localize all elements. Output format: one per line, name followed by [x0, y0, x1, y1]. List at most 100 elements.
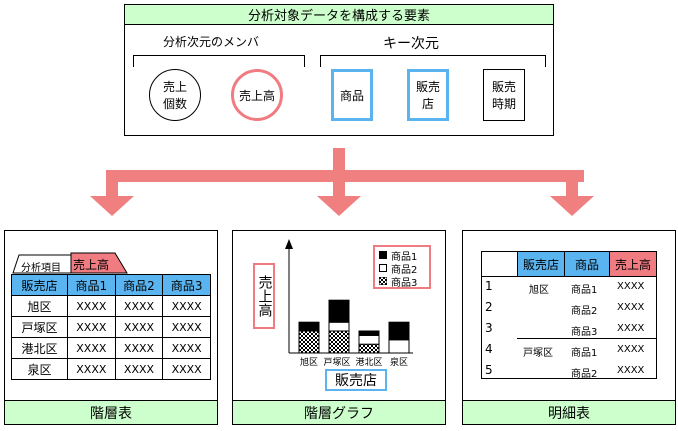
- bar-segment: [388, 339, 410, 354]
- node-label: 売上: [162, 80, 187, 94]
- x-axis-label: 販売店: [325, 369, 387, 391]
- store-cell: 泉区: [11, 358, 68, 380]
- legend-label: 商品1: [391, 252, 418, 263]
- panel-title: 明細表: [463, 400, 675, 424]
- node-label: 店: [421, 97, 434, 111]
- bar-segment: [388, 321, 410, 341]
- table-row: 戸塚区 XXXX XXXX XXXX: [11, 316, 211, 338]
- value-cell: XXXX: [67, 316, 116, 338]
- elements-frame: 分析対象データを構成する要素 分析次元のメンバ キー次元 売上 個数 売上高 商…: [124, 4, 554, 136]
- col-header: 商品1: [67, 274, 116, 296]
- tab-sales-amount: 売上高: [73, 258, 110, 272]
- members-label: 分析次元のメンバ: [163, 35, 260, 49]
- bar-segment: [358, 343, 380, 354]
- hierarchy-graph-panel: 旭区 戸塚区 港北区 泉区 売上高 商品1 商品2 商品3 販売店 階層グラフ: [232, 230, 446, 425]
- bar-segment: [358, 334, 380, 345]
- row-number: 5: [485, 363, 493, 377]
- node-label: 個数: [162, 97, 187, 111]
- bar-segment: [328, 299, 350, 323]
- legend-swatch: [379, 264, 387, 272]
- product-cell: 商品3: [571, 327, 598, 338]
- table-tabs: [12, 252, 128, 274]
- panel-title: 階層表: [5, 400, 217, 424]
- value-cell: XXXX: [67, 358, 116, 380]
- node-store: 販売 店: [407, 69, 449, 121]
- node-label: 時期: [491, 97, 516, 111]
- node-label: 商品: [339, 88, 364, 103]
- hierarchy-table-panel: 分析項目 売上高 販売店 商品1 商品2 商品3 旭区 XXXX XXXX XX…: [4, 230, 218, 425]
- x-tick-label: 戸塚区: [323, 357, 350, 368]
- col-header: 商品3: [162, 274, 211, 296]
- product-cell: 商品1: [571, 285, 598, 296]
- product-cell: 商品1: [571, 348, 598, 359]
- node-label: 販売: [415, 80, 440, 94]
- legend-label: 商品3: [391, 278, 418, 289]
- value-cell: XXXX: [67, 337, 116, 359]
- detail-table-panel: 販売店 商品 売上高 1 旭区 商品1 XXXX 2 商品2 XXXX 3 商品…: [462, 230, 676, 425]
- col-header: 売上高: [609, 251, 657, 277]
- panel-title: 階層グラフ: [233, 400, 445, 424]
- table-row: 港北区 XXXX XXXX XXXX: [11, 337, 211, 359]
- row-number: 3: [485, 321, 493, 335]
- bar-segment: [328, 321, 350, 332]
- elements-title: 分析対象データを構成する要素: [125, 5, 553, 25]
- node-product: 商品: [331, 69, 373, 121]
- value-cell: XXXX: [114, 358, 164, 380]
- x-tick-label: 港北区: [355, 356, 382, 368]
- key-bracket: [320, 55, 546, 67]
- node-sales-quantity: 売上 個数: [149, 69, 201, 121]
- tab-analysis-items: 分析項目: [21, 263, 61, 274]
- product-cell: 商品2: [571, 306, 598, 317]
- value-cell: XXXX: [617, 302, 645, 313]
- bar-segment: [358, 330, 380, 336]
- col-header: 販売店: [517, 251, 565, 277]
- value-cell: XXXX: [617, 365, 645, 376]
- hierarchy-table: 販売店 商品1 商品2 商品3 旭区 XXXX XXXX XXXX 戸塚区 XX…: [11, 274, 211, 380]
- value-cell: XXXX: [162, 358, 211, 380]
- legend-swatch: [379, 251, 387, 259]
- col-header: 販売店: [11, 274, 68, 296]
- row-number: 4: [485, 342, 493, 356]
- node-sales-amount: 売上高: [231, 69, 283, 121]
- value-cell: XXXX: [114, 316, 164, 338]
- col-header: 商品2: [114, 274, 164, 296]
- col-header: 商品: [564, 251, 610, 277]
- value-cell: XXXX: [67, 295, 116, 317]
- store-cell: 旭区: [529, 285, 549, 296]
- group-divider: [517, 338, 657, 339]
- legend-label: 商品2: [391, 265, 418, 276]
- value-cell: XXXX: [114, 337, 164, 359]
- row-number: 1: [485, 279, 493, 293]
- store-cell: 戸塚区: [523, 348, 553, 359]
- header-divider: [481, 276, 657, 277]
- branch-arrows: [90, 148, 594, 216]
- x-tick-label: 旭区: [300, 356, 318, 368]
- product-cell: 商品2: [571, 369, 598, 380]
- y-axis-arrow: [285, 239, 293, 249]
- bar-group: [298, 299, 410, 354]
- value-cell: XXXX: [162, 316, 211, 338]
- node-label: 売上高: [238, 88, 275, 103]
- stacked-bar-chart: 旭区 戸塚区 港北区 泉区: [285, 239, 413, 368]
- store-cell: 港北区: [11, 337, 68, 359]
- value-cell: XXXX: [617, 323, 645, 334]
- bar-segment: [328, 330, 350, 354]
- bar-segment: [298, 321, 320, 332]
- legend-swatch: [379, 277, 387, 285]
- value-cell: XXXX: [617, 281, 645, 292]
- value-cell: XXXX: [617, 344, 645, 355]
- value-cell: XXXX: [162, 337, 211, 359]
- value-cell: XXXX: [162, 295, 211, 317]
- y-axis-label: 売上高: [253, 263, 275, 329]
- table-row: 泉区 XXXX XXXX XXXX: [11, 358, 211, 380]
- row-number: 2: [485, 300, 493, 314]
- table-row: 旭区 XXXX XXXX XXXX: [11, 295, 211, 317]
- key-dimension-label: キー次元: [383, 36, 439, 52]
- members-bracket: [133, 55, 305, 67]
- x-tick-label: 泉区: [390, 356, 408, 368]
- bar-segment: [298, 330, 320, 354]
- node-sales-period: 販売 時期: [483, 69, 525, 121]
- node-label: 販売: [491, 80, 516, 94]
- store-cell: 旭区: [11, 295, 68, 317]
- store-cell: 戸塚区: [11, 316, 68, 338]
